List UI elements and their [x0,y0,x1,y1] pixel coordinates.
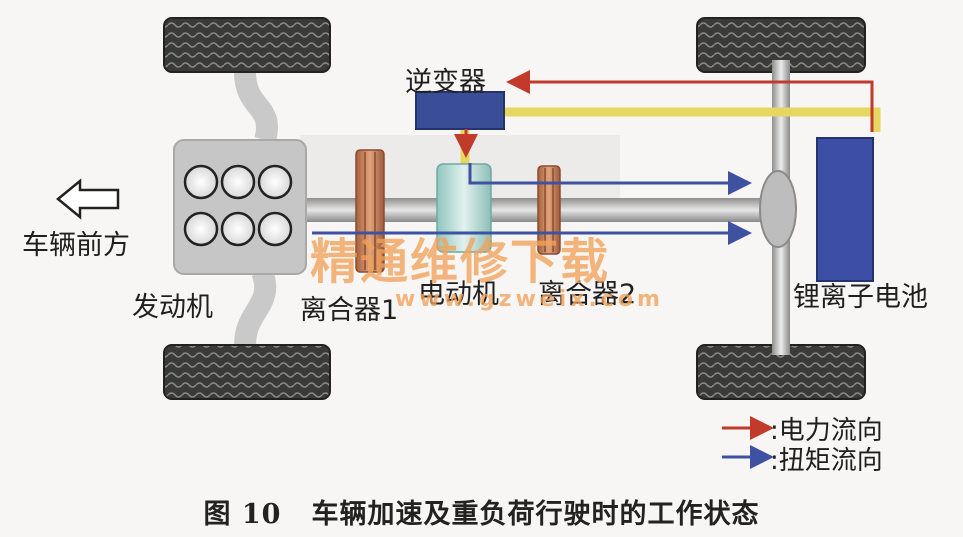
figure-number: 图 10 [203,499,282,530]
power-flow-arrows [454,70,874,158]
clutch-1-label: 离合器1 [300,295,399,326]
clutch-2-label: 离合器2 [538,279,637,310]
forward-arrow-icon [56,178,120,220]
rear-left-linkage [234,267,277,346]
legend-torque-text: :扭矩流向 [770,446,883,476]
inverter-label: 逆变器 [405,67,486,98]
tire-front-left [163,17,331,73]
motor-label: 电动机 [418,279,499,310]
battery-pack [816,137,874,282]
watermark-text: 精通维修下载 [310,234,611,290]
forward-label: 车辆前方 [22,230,130,261]
torque-flow-arrows [312,163,752,245]
motor [436,163,492,253]
watermark-url: www.gzweix.com [395,287,664,312]
inverter-box [415,91,505,130]
figure-title: 车辆加速及重负荷行驶时的工作状态 [311,499,760,530]
legend-power-text: :电力流向 [770,416,883,446]
figure-caption: 图 10 车辆加速及重负荷行驶时的工作状态 [0,492,963,531]
front-left-linkage [234,71,278,144]
engine-label: 发动机 [132,292,213,323]
battery-label: 锂离子电池 [793,282,928,313]
tire-rear-left [163,344,331,400]
clutch-1 [355,149,385,273]
engine-block [173,139,307,275]
differential [759,170,797,248]
